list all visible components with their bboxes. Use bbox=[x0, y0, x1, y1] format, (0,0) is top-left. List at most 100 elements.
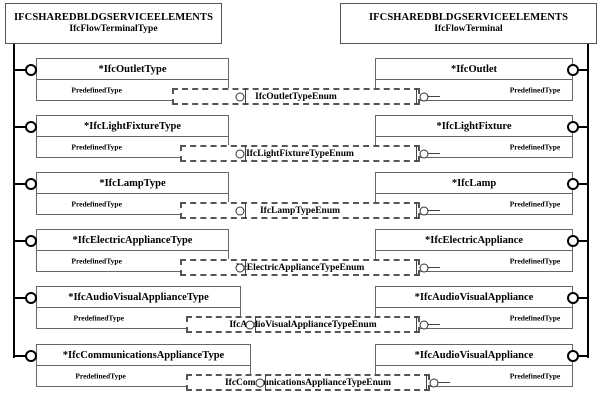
enum-bracket-right-6 bbox=[426, 374, 428, 391]
class-name-right-6: *IfcAudioVisualAppliance bbox=[375, 344, 573, 366]
attribute-label-right-6: PredefinedType bbox=[509, 371, 561, 381]
class-name-left-4: *IfcElectricApplianceType bbox=[36, 229, 229, 251]
package-schema-name-left: IFCSHAREDBLDGSERVICEELEMENTS bbox=[13, 12, 214, 23]
enum-bracket-right-2 bbox=[416, 145, 418, 162]
spine-stub-right-2 bbox=[575, 126, 588, 128]
spine-stub-left-1 bbox=[14, 69, 32, 71]
enum-box-3[interactable]: IfcLampTypeEnum bbox=[180, 202, 420, 219]
class-name-left-6: *IfcCommunicationsApplianceType bbox=[36, 344, 251, 366]
attribute-label-left-1: PredefinedType bbox=[71, 85, 122, 95]
class-name-right-5: *IfcAudioVisualAppliance bbox=[375, 286, 573, 308]
enum-bracket-right-4 bbox=[416, 259, 418, 276]
attribute-label-right-5: PredefinedType bbox=[509, 313, 561, 323]
attribute-label-right-4: PredefinedType bbox=[509, 256, 561, 266]
spine-stub-right-5 bbox=[575, 297, 588, 299]
spine-stub-left-4 bbox=[14, 240, 32, 242]
attr-enum-link-right-6 bbox=[438, 382, 450, 384]
class-name-right-2: *IfcLightFixture bbox=[375, 115, 573, 137]
enum-box-2[interactable]: IfcLightFixtureTypeEnum bbox=[180, 145, 420, 162]
enum-bracket-left-5 bbox=[255, 316, 257, 333]
enum-box-4[interactable]: IfcElectricApplianceTypeEnum bbox=[180, 259, 420, 276]
generalization-endpoint-left-5 bbox=[25, 292, 37, 304]
enum-bracket-right-3 bbox=[416, 202, 418, 219]
enum-bracket-right-5 bbox=[416, 316, 418, 333]
class-name-right-3: *IfcLamp bbox=[375, 172, 573, 194]
enum-bracket-left-6 bbox=[265, 374, 267, 391]
class-box-left-6[interactable]: *IfcCommunicationsApplianceType Predefin… bbox=[36, 344, 251, 387]
generalization-endpoint-right-6 bbox=[567, 350, 579, 362]
enum-connector-circle-left-6 bbox=[255, 378, 265, 388]
spine-stub-right-4 bbox=[575, 240, 588, 242]
class-name-right-4: *IfcElectricAppliance bbox=[375, 229, 573, 251]
spine-stub-left-3 bbox=[14, 183, 32, 185]
class-name-left-3: *IfcLampType bbox=[36, 172, 229, 194]
enum-label-4: IfcElectricApplianceTypeEnum bbox=[235, 262, 365, 273]
enum-label-6: IfcCommunicationsApplianceTypeEnum bbox=[224, 377, 392, 388]
package-schema-name-right: IFCSHAREDBLDGSERVICEELEMENTS bbox=[368, 12, 569, 23]
attribute-label-left-6: PredefinedType bbox=[75, 371, 126, 381]
generalization-endpoint-right-2 bbox=[567, 121, 579, 133]
attr-enum-link-right-2 bbox=[428, 153, 440, 155]
spine-stub-right-1 bbox=[575, 69, 588, 71]
enum-connector-circle-left-5 bbox=[245, 320, 255, 330]
spine-stub-left-6 bbox=[14, 355, 32, 357]
generalization-endpoint-right-3 bbox=[567, 178, 579, 190]
generalization-endpoint-left-1 bbox=[25, 64, 37, 76]
attr-enum-link-right-3 bbox=[428, 210, 440, 212]
attribute-label-left-2: PredefinedType bbox=[71, 142, 122, 152]
generalization-endpoint-left-6 bbox=[25, 350, 37, 362]
enum-connector-circle-right-5 bbox=[419, 320, 429, 330]
enum-label-5: IfcAudioVisualApplianceTypeEnum bbox=[229, 319, 377, 330]
enum-connector-circle-right-4 bbox=[419, 263, 429, 273]
attr-enum-link-right-5 bbox=[428, 324, 440, 326]
package-entity-name-left: IfcFlowTerminalType bbox=[69, 24, 158, 35]
attribute-label-right-3: PredefinedType bbox=[509, 199, 561, 209]
class-box-left-4[interactable]: *IfcElectricApplianceType PredefinedType bbox=[36, 229, 229, 272]
generalization-endpoint-left-4 bbox=[25, 235, 37, 247]
left-generalization-spine bbox=[13, 44, 15, 358]
generalization-endpoint-left-2 bbox=[25, 121, 37, 133]
attribute-label-right-2: PredefinedType bbox=[509, 142, 561, 152]
enum-connector-circle-right-6 bbox=[429, 378, 439, 388]
package-header-left: IFCSHAREDBLDGSERVICEELEMENTS IfcFlowTerm… bbox=[5, 3, 222, 44]
spine-stub-right-6 bbox=[575, 355, 588, 357]
generalization-endpoint-right-4 bbox=[567, 235, 579, 247]
spine-stub-left-2 bbox=[14, 126, 32, 128]
attribute-label-left-4: PredefinedType bbox=[71, 256, 122, 266]
enum-bracket-left-4 bbox=[245, 259, 247, 276]
enum-box-5[interactable]: IfcAudioVisualApplianceTypeEnum bbox=[186, 316, 420, 333]
enum-connector-circle-right-1 bbox=[419, 92, 429, 102]
enum-connector-circle-right-2 bbox=[419, 149, 429, 159]
class-name-left-2: *IfcLightFixtureType bbox=[36, 115, 229, 137]
enum-connector-circle-left-1 bbox=[235, 92, 245, 102]
spine-stub-right-3 bbox=[575, 183, 588, 185]
attribute-label-left-5: PredefinedType bbox=[73, 313, 125, 323]
enum-connector-circle-left-3 bbox=[235, 206, 245, 216]
attribute-label-right-1: PredefinedType bbox=[509, 85, 561, 95]
enum-label-2: IfcLightFixtureTypeEnum bbox=[246, 148, 354, 159]
generalization-endpoint-left-3 bbox=[25, 178, 37, 190]
enum-label-3: IfcLampTypeEnum bbox=[259, 205, 341, 216]
enum-box-1[interactable]: IfcOutletTypeEnum bbox=[172, 88, 420, 105]
package-header-right: IFCSHAREDBLDGSERVICEELEMENTS IfcFlowTerm… bbox=[340, 3, 597, 44]
right-generalization-spine bbox=[587, 44, 589, 358]
package-entity-name-right: IfcFlowTerminal bbox=[434, 24, 503, 35]
enum-bracket-right-1 bbox=[416, 88, 418, 105]
enum-bracket-left-1 bbox=[245, 88, 247, 105]
generalization-endpoint-right-5 bbox=[567, 292, 579, 304]
enum-connector-circle-left-2 bbox=[235, 149, 245, 159]
class-name-right-1: *IfcOutlet bbox=[375, 58, 573, 80]
enum-box-6[interactable]: IfcCommunicationsApplianceTypeEnum bbox=[186, 374, 430, 391]
spine-stub-left-5 bbox=[14, 297, 32, 299]
class-name-left-1: *IfcOutletType bbox=[36, 58, 229, 80]
enum-connector-circle-left-4 bbox=[235, 263, 245, 273]
generalization-endpoint-right-1 bbox=[567, 64, 579, 76]
enum-bracket-left-3 bbox=[245, 202, 247, 219]
enum-bracket-left-2 bbox=[245, 145, 247, 162]
attribute-label-left-3: PredefinedType bbox=[71, 199, 122, 209]
enum-connector-circle-right-3 bbox=[419, 206, 429, 216]
enum-label-1: IfcOutletTypeEnum bbox=[255, 91, 337, 102]
attr-enum-link-right-4 bbox=[428, 267, 440, 269]
class-name-left-5: *IfcAudioVisualApplianceType bbox=[36, 286, 241, 308]
